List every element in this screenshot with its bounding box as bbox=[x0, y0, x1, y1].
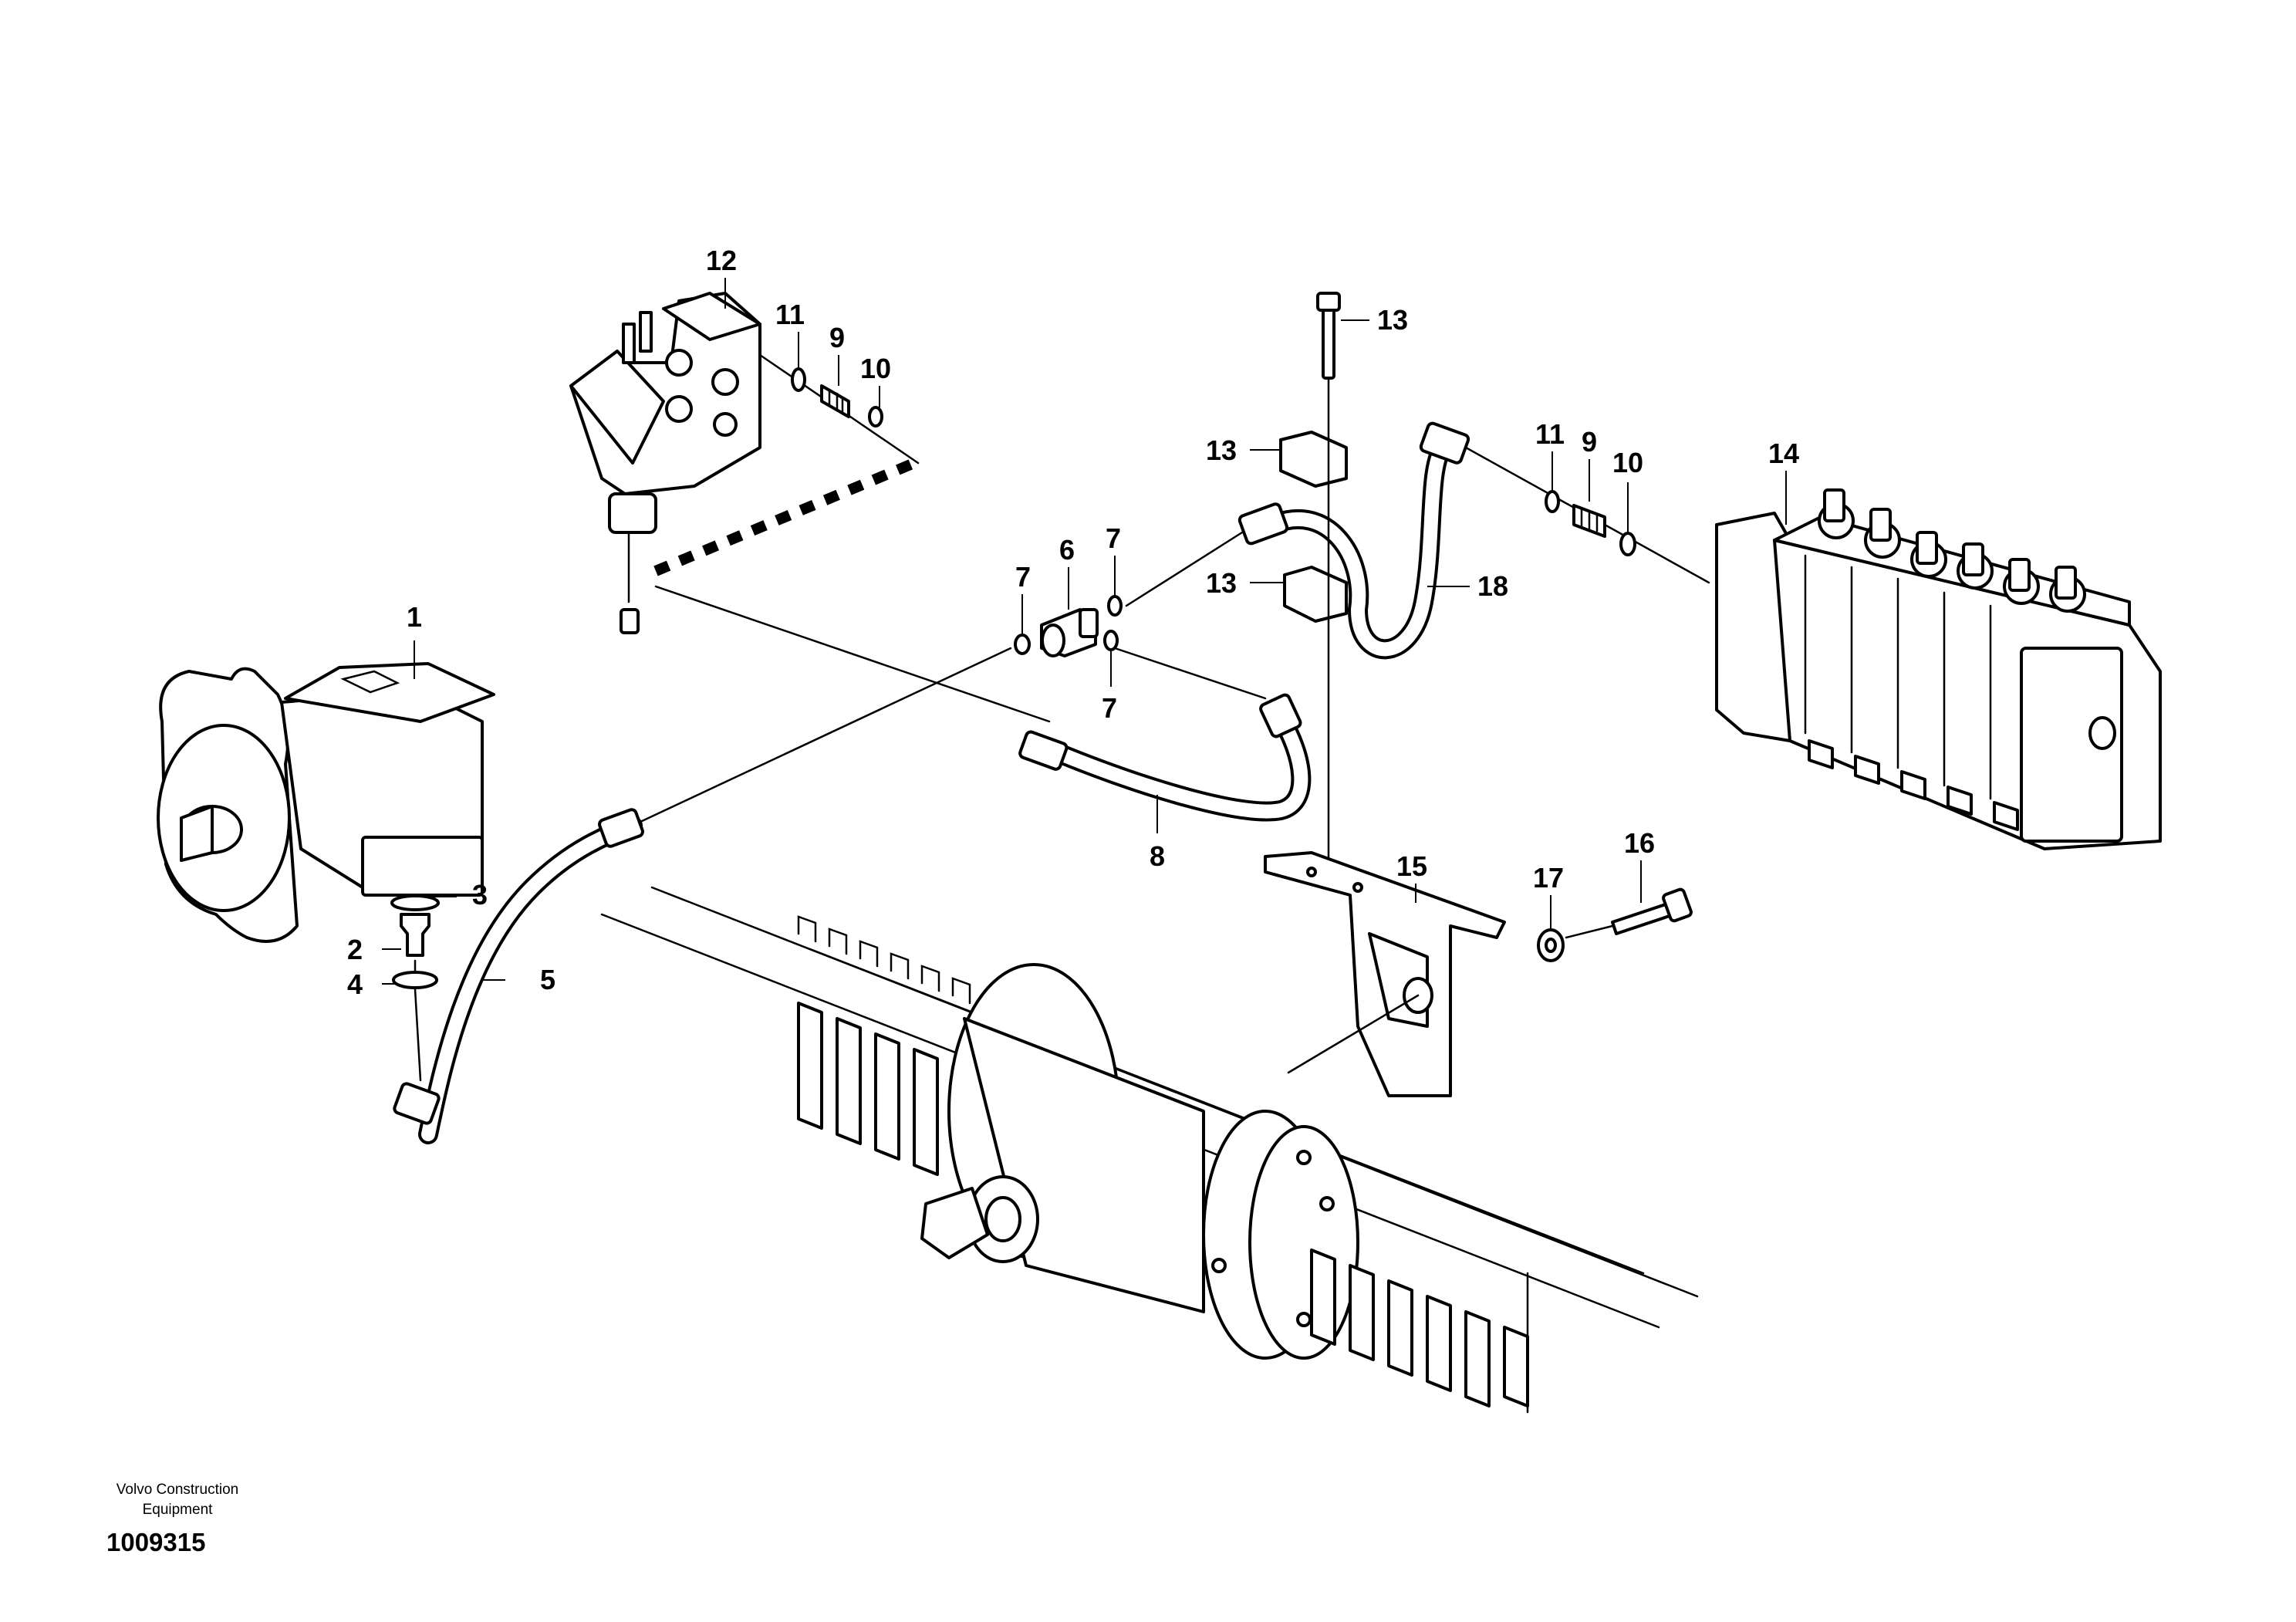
callout-9a: 9 bbox=[829, 322, 845, 353]
callout-12: 12 bbox=[706, 245, 737, 276]
hose-part-18 bbox=[1237, 421, 1470, 660]
fittings-2-3-4 bbox=[390, 894, 440, 1082]
bracket-part-15 bbox=[1264, 851, 1506, 1097]
callout-15: 15 bbox=[1396, 850, 1427, 882]
callout-3: 3 bbox=[472, 879, 488, 911]
callout-7b: 7 bbox=[1106, 522, 1121, 554]
callout-13b: 13 bbox=[1206, 434, 1237, 466]
callout-4: 4 bbox=[347, 968, 363, 1000]
drive-axle bbox=[600, 886, 1699, 1414]
callout-18: 18 bbox=[1477, 570, 1508, 602]
callout-13a: 13 bbox=[1377, 304, 1408, 336]
callout-7c: 7 bbox=[1102, 692, 1117, 724]
company-name-line2: Equipment bbox=[142, 1502, 213, 1518]
callout-16: 16 bbox=[1624, 827, 1655, 859]
callout-labels: 1 2 3 4 5 6 7 7 7 8 9 9 10 10 11 11 12 1… bbox=[347, 245, 1799, 1000]
callout-10b: 10 bbox=[1612, 447, 1643, 478]
callout-11a: 11 bbox=[775, 299, 805, 330]
control-valve-part-12 bbox=[569, 292, 761, 634]
document-number: 1009315 bbox=[106, 1528, 206, 1556]
company-name-line1: Volvo Construction bbox=[116, 1482, 239, 1498]
callout-7a: 7 bbox=[1015, 561, 1031, 593]
callout-13c: 13 bbox=[1206, 567, 1237, 599]
callout-1: 1 bbox=[407, 601, 422, 633]
callout-6: 6 bbox=[1059, 534, 1075, 566]
hose-part-5 bbox=[393, 808, 644, 1144]
clamps-part-13 bbox=[1279, 292, 1348, 866]
leader-lines bbox=[382, 278, 1787, 985]
callout-14: 14 bbox=[1768, 438, 1799, 469]
electric-cable bbox=[653, 458, 917, 576]
fittings-11-9-10-right bbox=[1464, 446, 1710, 584]
footer: Volvo Construction Equipment 1009315 bbox=[93, 1480, 262, 1557]
hose-part-8 bbox=[1018, 693, 1312, 822]
pump-part-1 bbox=[157, 662, 495, 943]
callout-11b: 11 bbox=[1535, 418, 1565, 450]
callout-9b: 9 bbox=[1582, 426, 1597, 458]
callout-8: 8 bbox=[1150, 840, 1165, 872]
bolt-part-16-washer-part-17 bbox=[1537, 887, 1693, 962]
callout-5: 5 bbox=[540, 964, 555, 995]
valve-bank-part-14 bbox=[1715, 488, 2162, 850]
tee-fitting-part-6 bbox=[1014, 595, 1123, 657]
callout-2: 2 bbox=[347, 934, 363, 965]
callout-17: 17 bbox=[1533, 862, 1564, 894]
callout-10a: 10 bbox=[860, 353, 891, 384]
